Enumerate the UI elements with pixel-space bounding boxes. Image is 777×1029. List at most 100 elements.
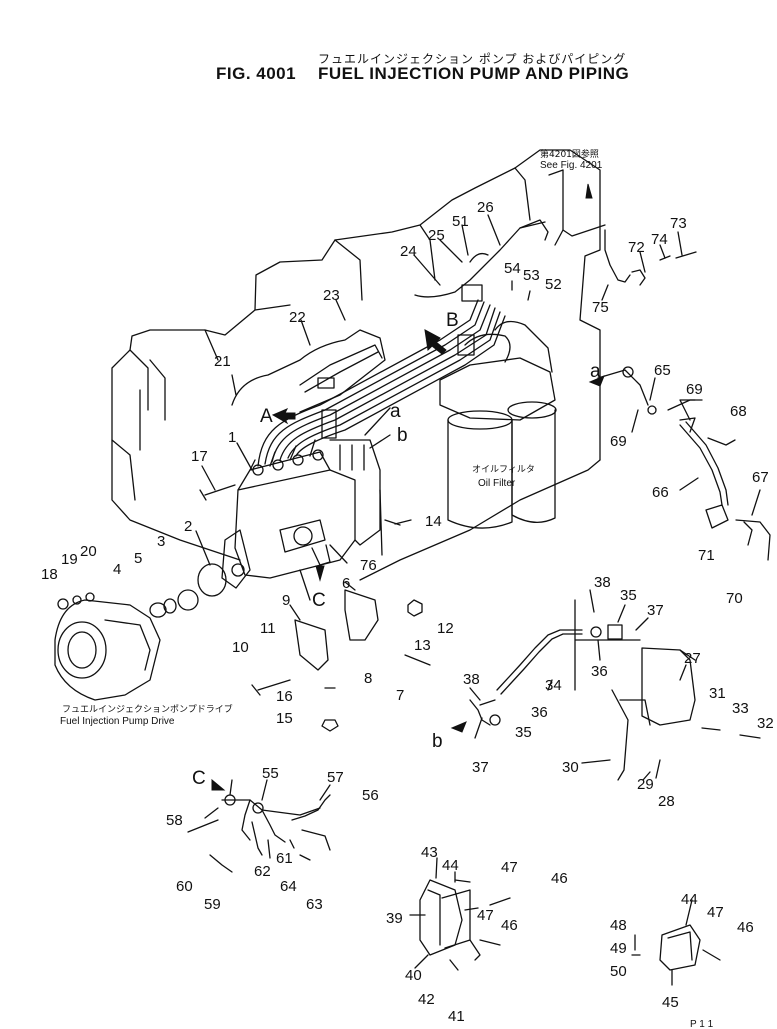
part-callout: 1 [228,429,236,446]
part-callout: 35 [620,587,637,604]
part-callout: 19 [61,551,78,568]
part-callout: 14 [425,513,442,530]
part-callout: 75 [592,299,609,316]
engine-block-outline [111,149,601,561]
view-letter-B: B [446,310,459,331]
view-letter-b-pump: b [397,425,408,446]
part-callout: 20 [80,543,97,560]
injection-pump [234,469,356,579]
part-callout: 58 [166,812,183,829]
part-callout: 45 [662,994,679,1011]
part-callout: 22 [289,309,306,326]
pump-drive-label: Fuel Injection Pump Drive [60,716,175,727]
part-callout: 11 [260,620,276,637]
part-callout: 34 [545,677,562,694]
part-callout: 17 [191,448,208,465]
part-callout: 6 [342,575,350,592]
part-callout: 3 [157,533,165,550]
part-callout: 33 [732,700,749,717]
part-callout: 36 [531,704,548,721]
part-callout: 46 [737,919,754,936]
part-callout: 65 [654,362,671,379]
oil-filter-body [447,419,513,529]
part-callout: 52 [545,276,562,293]
part-callout: 31 [709,685,726,702]
part-callout: 60 [176,878,193,895]
part-callout: 49 [610,940,627,957]
part-callout: 41 [448,1008,465,1025]
part-callout: 46 [501,917,518,934]
part-callout: 66 [652,484,669,501]
part-callout: 44 [681,891,698,908]
part-callout: 27 [684,650,701,667]
view-letter-a-pump: a [390,401,401,422]
part-callout: 50 [610,963,627,980]
part-callout: 47 [707,904,724,921]
part-callout: 69 [686,381,703,398]
part-callout: 74 [651,231,668,248]
part-callout: 53 [523,267,540,284]
part-callout: 38 [463,671,480,688]
part-callout: 5 [134,550,142,567]
part-callout: 46 [551,870,568,887]
oil-filter-jp-label: オイルフィルタ [472,464,535,475]
part-callout: 67 [752,469,769,486]
view-letter-a-right: a [590,361,601,382]
part-callout: 38 [594,574,611,591]
part-callout: 71 [698,547,715,564]
part-callout: 39 [386,910,403,927]
part-callout: 9 [282,592,290,609]
part-callout: 37 [472,759,489,776]
part-callout: 47 [477,907,494,924]
part-callout: 25 [428,227,445,244]
part-callout: 30 [562,759,579,776]
figure-number: FIG. 4001 [216,64,297,83]
part-callout: 56 [362,787,379,804]
part-callout: 64 [280,878,297,895]
part-callout: 43 [421,844,438,861]
part-callout: 15 [276,710,293,727]
part-callout: 37 [647,602,664,619]
title-block: フュエルインジェクション ポンプ およびパイピング FIG. 4001 FUEL… [0,0,777,100]
part-callout: 10 [232,639,249,656]
part-callout: 29 [637,776,654,793]
view-letter-C-lower: C [192,768,206,789]
part-callout: 63 [306,896,323,913]
part-callout: 7 [396,687,404,704]
page-mark: P 1 1 [690,1019,714,1029]
part-callout: 55 [262,765,279,782]
view-arrow-a [271,408,296,425]
part-callout: 36 [591,663,608,680]
part-callout: 13 [414,637,431,654]
part-callout: 24 [400,243,417,260]
part-callout: 18 [41,566,58,583]
part-callout: 73 [670,215,687,232]
pump-drive-jp-label: フュエルインジェクションポンプドライブ [62,703,233,715]
part-callout: 2 [184,518,192,535]
pump-drive-housing [54,599,161,701]
part-callout: 12 [437,620,454,637]
part-callout: 48 [610,917,627,934]
part-callout: 28 [658,793,675,810]
part-callout: 57 [327,769,344,786]
part-callout: 69 [610,433,627,450]
part-callout: 76 [360,557,377,574]
part-callout: 23 [323,287,340,304]
part-callout: 61 [276,850,293,867]
view-arrow-b [424,329,447,355]
part-callout: 62 [254,863,271,880]
see-fig-note: See Fig. 4201 [540,160,603,171]
japanese-title: フュエルインジェクション ポンプ およびパイピング [318,52,627,66]
part-callout: 44 [442,857,459,874]
part-callout: 35 [515,724,532,741]
figure-title: FUEL INJECTION PUMP AND PIPING [318,64,630,83]
view-letter-b-lower: b [432,731,443,752]
part-callout: 68 [730,403,747,420]
part-callout: 47 [501,859,518,876]
part-callout: 42 [418,991,435,1008]
part-callout: 32 [757,715,774,732]
part-callout: 21 [214,353,231,370]
part-callout: 26 [477,199,494,216]
part-callout: 72 [628,239,645,256]
